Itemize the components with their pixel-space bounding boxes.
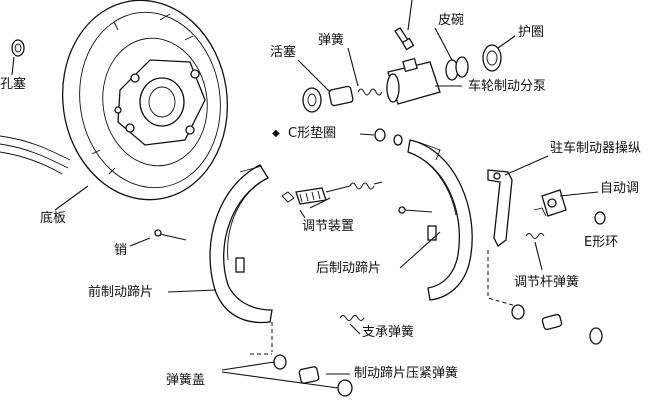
label-rear-shoe: 后制动蹄片	[316, 261, 382, 276]
leader-c-washer	[359, 133, 375, 136]
support-spring	[339, 315, 365, 335]
label-front-shoe: 前制动蹄片	[88, 285, 154, 300]
label-piston: 活塞	[270, 45, 297, 60]
adjust-lever-spring	[525, 233, 545, 271]
label-adjuster: 调节装置	[302, 219, 355, 234]
e-ring	[594, 211, 606, 225]
parking-lever	[487, 155, 549, 247]
wheel-hub	[114, 59, 206, 146]
label-spring: 弹簧	[318, 33, 345, 48]
hole-plug	[11, 39, 25, 76]
label-wheel-cylinder: 车轮制动分泵	[468, 79, 547, 94]
leader-front-shoe	[167, 289, 217, 293]
pin	[129, 229, 187, 247]
front-brake-shoe	[209, 164, 273, 324]
label-c-washer: C形垫圈	[288, 126, 337, 141]
label-boot: 护圈	[518, 25, 545, 40]
hold-down-parts-right	[487, 250, 603, 345]
c-washer	[374, 128, 403, 146]
label-hole-plug: 孔塞	[0, 77, 27, 92]
rear-brake-shoe	[398, 139, 473, 301]
label-parking-lever: 驻车制动器操纵	[550, 141, 642, 156]
adjuster-assembly	[281, 181, 383, 219]
label-hold-down-spring: 制动蹄片压紧弹簧	[354, 366, 459, 381]
label-e-ring: E形环	[584, 235, 619, 250]
spring-cap-bottom	[221, 354, 353, 397]
auto-adjust-lever	[533, 189, 599, 217]
label-backing-plate: 底板	[40, 211, 67, 226]
brake-lines	[0, 135, 71, 175]
label-support-spring: 支承弹簧	[362, 325, 415, 340]
wheel-cylinder-parts	[297, 0, 516, 113]
label-spring-cap: 弹簧盖	[166, 373, 206, 388]
bullet-marker: ◆	[272, 128, 280, 139]
leader-adjuster	[309, 197, 331, 209]
label-adjust-lever-spring: 调节杆弹簧	[514, 275, 580, 290]
label-pin: 销	[114, 243, 128, 258]
label-cup: 皮碗	[438, 13, 465, 28]
leader-rear-shoe	[399, 231, 441, 269]
label-auto-adjuster: 自动调	[600, 181, 640, 196]
